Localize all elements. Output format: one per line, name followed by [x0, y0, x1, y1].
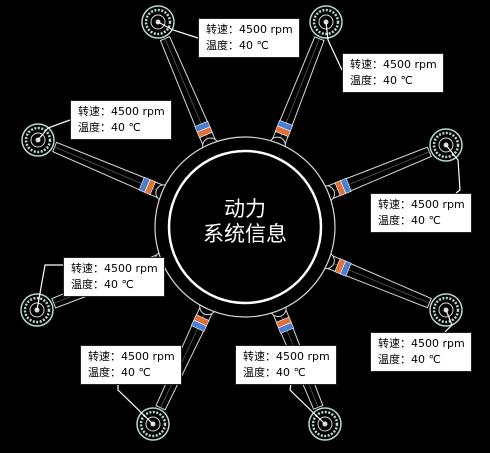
leader-line-4 [445, 144, 461, 194]
motor-8-temp: 温度：40 ℃ [243, 366, 306, 379]
arm-band-blue-7 [190, 319, 207, 332]
motor-2-temp: 温度：40 ℃ [350, 74, 413, 87]
arm-6 [317, 251, 432, 309]
leader-line-5 [36, 264, 63, 311]
motor-5-speed: 转速：4500 rpm [71, 262, 158, 275]
leader-line-2 [325, 21, 343, 71]
motor-5-temp: 温度：40 ℃ [71, 278, 134, 291]
motor-coil-8 [311, 410, 339, 438]
system-title-line1: 动力 [224, 197, 266, 221]
central-hub [154, 136, 336, 318]
system-title: 动力 系统信息 [170, 197, 320, 247]
arm-tube-6 [317, 251, 432, 309]
leader-line-3 [37, 119, 71, 141]
arm-tube-3 [52, 141, 173, 203]
motor-7-speed: 转速：4500 rpm [88, 350, 175, 363]
arm-centerline-6 [320, 257, 430, 304]
arm-band-blue-8 [278, 322, 295, 334]
motor-1-temp: 温度：40 ℃ [206, 39, 269, 52]
motor-6-temp: 温度：40 ℃ [378, 353, 441, 366]
motor-coil-3 [24, 126, 52, 154]
arm-band-blue-2 [277, 119, 294, 132]
arm-band-blue-4 [340, 177, 352, 194]
arm-band-blue-1 [194, 120, 211, 133]
motor-coil-2 [312, 8, 340, 36]
arm-3 [52, 141, 173, 203]
motor-3-temp: 温度：40 ℃ [78, 121, 141, 134]
motor-coil-4 [432, 131, 460, 159]
motor-info-box-8: 转速：4500 rpm 温度：40 ℃ [235, 345, 337, 385]
hub-inner-ring [167, 149, 323, 305]
motor-info-box-5: 转速：4500 rpm 温度：40 ℃ [63, 257, 165, 297]
motor-info-box-2: 转速：4500 rpm 温度：40 ℃ [342, 53, 444, 93]
motor-7-temp: 温度：40 ℃ [88, 366, 151, 379]
arm-band-blue-3 [138, 176, 151, 193]
motor-coil-6 [432, 296, 460, 324]
arm-band-blue-6 [339, 260, 352, 277]
motor-6-speed: 转速：4500 rpm [378, 337, 465, 350]
motor-info-box-6: 转速：4500 rpm 温度：40 ℃ [370, 332, 472, 372]
system-title-line2: 系统信息 [203, 222, 287, 246]
motor-info-box-4: 转速：4500 rpm 温度：40 ℃ [370, 193, 472, 233]
motor-coil-5 [23, 296, 51, 324]
leader-line-1 [157, 21, 199, 39]
motor-3-speed: 转速：4500 rpm [78, 105, 165, 118]
motor-2-speed: 转速：4500 rpm [350, 58, 437, 71]
leader-line-6 [444, 309, 453, 333]
motor-4-speed: 转速：4500 rpm [378, 198, 465, 211]
motor-info-box-3: 转速：4500 rpm 温度：40 ℃ [70, 100, 172, 140]
motor-info-box-1: 转速：4500 rpm 温度：40 ℃ [198, 18, 300, 58]
motor-8-speed: 转速：4500 rpm [243, 350, 330, 363]
motor-4-temp: 温度：40 ℃ [378, 214, 441, 227]
motor-coil-7 [139, 410, 167, 438]
motor-coil-1 [144, 8, 172, 36]
motor-1-speed: 转速：4500 rpm [206, 23, 293, 36]
arm-centerline-4 [320, 151, 430, 197]
motor-info-box-7: 转速：4500 rpm 温度：40 ℃ [80, 345, 182, 385]
